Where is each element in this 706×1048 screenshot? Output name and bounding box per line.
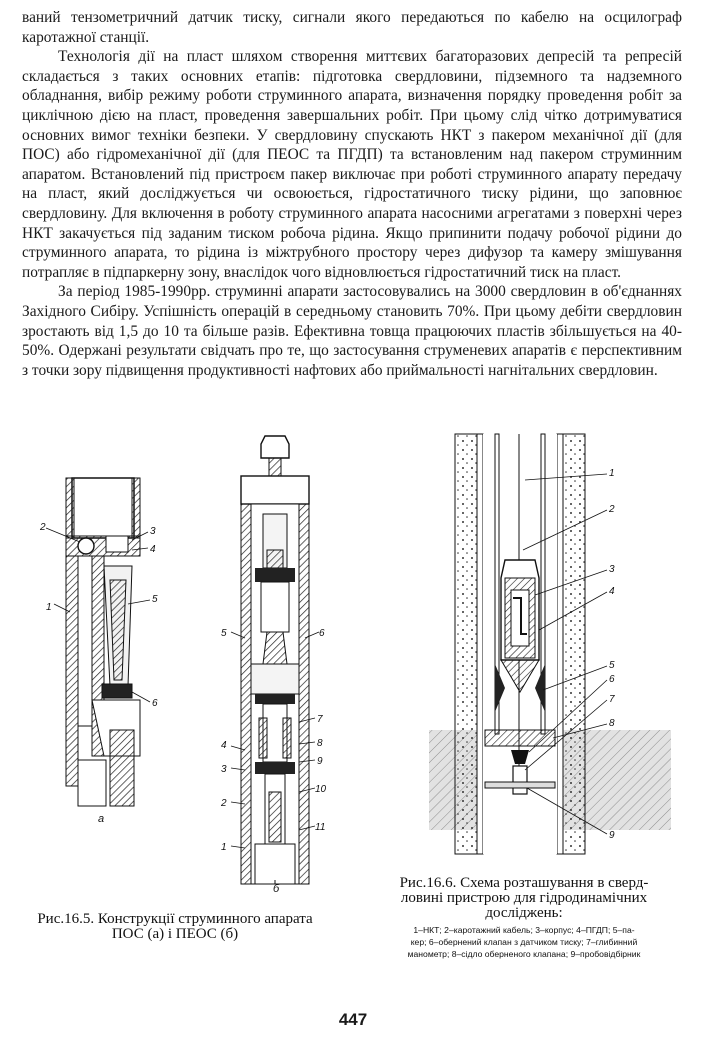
figure-b-label-2: 2	[220, 798, 227, 809]
figure-c-label-3: 3	[609, 564, 615, 575]
caption-166-legend-line-1: 1–НКТ; 2–каротажний кабель; 3–корпус; 4–…	[413, 925, 635, 935]
figure-b-label-4: 4	[221, 740, 227, 751]
figure-b-label-10: 10	[315, 784, 327, 795]
paragraph-technology: Технологія дії на пласт шляхом створення…	[22, 48, 682, 281]
caption-166-line-1: Рис.16.6. Схема розташування в сверд-	[399, 875, 649, 891]
figure-16-6-caption: Рис.16.6. Схема розташування в сверд- ло…	[360, 876, 688, 960]
figure-16-5a-pos-drawing: 1 2 3 4 5 6 а	[39, 477, 158, 825]
page-number: 447	[338, 1010, 368, 1029]
figure-b-label-3: 3	[221, 764, 227, 775]
figure-b-sublabel: б	[273, 883, 280, 895]
caption-166-legend-line-3: манометр; 8–сідло оберненого клапана; 9–…	[407, 949, 641, 959]
figure-c-label-5: 5	[609, 660, 615, 671]
caption-166-legend: 1–НКТ; 2–каротажний кабель; 3–корпус; 4–…	[360, 924, 688, 960]
figure-c-label-1: 1	[609, 468, 615, 479]
figure-c-label-4: 4	[609, 586, 615, 597]
figure-b-label-5: 5	[221, 628, 227, 639]
body-text: ваний тензометричний датчик тиску, сигна…	[22, 8, 682, 380]
figure-a-label-1: 1	[46, 602, 52, 613]
figure-b-label-8: 8	[317, 738, 323, 749]
figure-a-label-6: 6	[152, 698, 158, 709]
caption-165-line-2: ПОС (а) і ПЕОС (б)	[111, 926, 239, 942]
caption-165-line-1: Рис.16.5. Конструкції струминного апарат…	[37, 911, 313, 927]
figure-c-label-2: 2	[608, 504, 615, 515]
paragraph-continuation: ваний тензометричний датчик тиску, сигна…	[22, 9, 682, 46]
figure-16-6-well-schematic: 1 2 3 4 5 6 7 8 9	[429, 433, 671, 855]
figure-b-label-9: 9	[317, 756, 323, 767]
figure-b-label-6: 6	[319, 628, 325, 639]
figure-a-label-4: 4	[150, 544, 156, 555]
figure-a-sublabel: а	[98, 813, 104, 825]
figure-c-label-6: 6	[609, 674, 615, 685]
figure-a-label-2: 2	[39, 522, 46, 533]
figure-c-label-8: 8	[609, 718, 615, 729]
figure-a-label-5: 5	[152, 594, 158, 605]
figure-16-5b-peos-drawing: 1 2 3 4 5 6 7 8 9 10 11 б	[220, 435, 327, 895]
figure-16-5-caption: Рис.16.5. Конструкції струминного апарат…	[10, 912, 340, 942]
figure-b-label-1: 1	[221, 842, 227, 853]
caption-166-line-3: досліджень:	[485, 905, 563, 921]
paragraph-results: За період 1985-1990рр. струминні апарати…	[22, 283, 682, 379]
caption-166-line-2: ловині пристрою для гідродинамічних	[400, 890, 648, 906]
figure-c-label-7: 7	[609, 694, 615, 705]
caption-166-legend-line-2: кер; 6–обернений клапан з датчиком тиску…	[410, 937, 638, 947]
figure-b-label-11: 11	[315, 822, 325, 833]
figure-a-label-3: 3	[150, 526, 156, 537]
figure-c-label-9: 9	[609, 830, 615, 841]
figure-b-label-7: 7	[317, 714, 323, 725]
